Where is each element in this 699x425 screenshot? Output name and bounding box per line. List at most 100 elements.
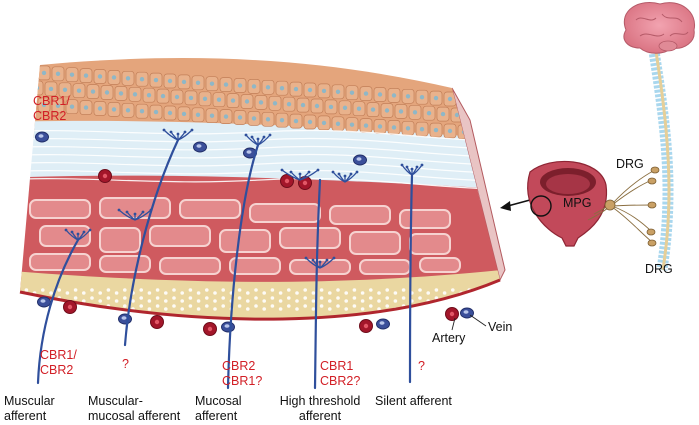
cell-nucleus: [279, 86, 285, 91]
fat-dot: [352, 288, 357, 292]
muscle-bundle: [149, 225, 211, 247]
nerve-terminal: [298, 172, 302, 176]
brain-icon: [623, 2, 696, 54]
cell-nucleus: [363, 91, 369, 96]
fat-dot: [164, 291, 168, 295]
fat-dot: [434, 288, 439, 292]
cell-nucleus: [405, 94, 411, 99]
muscle-bundle: [229, 257, 281, 275]
cell-nucleus: [461, 97, 467, 103]
vessel-leaders: [451, 314, 487, 331]
muscle-bundle: [99, 227, 141, 253]
fat-dot: [172, 304, 176, 308]
fat-dot: [139, 288, 143, 292]
fat-dot: [492, 299, 496, 303]
nerve-terminal: [250, 135, 254, 139]
fat-dot: [475, 291, 480, 295]
fat-dot: [344, 299, 349, 303]
fat-dot: [270, 304, 275, 308]
nerve-terminal: [162, 128, 166, 132]
fat-dot: [24, 288, 29, 292]
fat-dot: [287, 304, 291, 308]
nerve-terminal: [82, 230, 86, 234]
fat-dot: [328, 299, 332, 303]
fat-dot: [41, 288, 45, 292]
fat-dot: [65, 291, 70, 295]
fat-dot: [172, 288, 176, 292]
fat-dot: [82, 307, 86, 311]
cell-nucleus: [139, 77, 145, 82]
cell-nucleus: [447, 96, 453, 102]
muscle-bundle: [39, 225, 91, 247]
nerve-terminal: [332, 256, 336, 260]
cell-nucleus: [48, 86, 54, 92]
muscle-bundle: [409, 233, 451, 255]
nerve-branch: [134, 209, 152, 221]
nerve-terminal: [415, 165, 419, 169]
cell-nucleus: [433, 95, 439, 101]
cell-nucleus: [97, 106, 103, 111]
cell-nucleus: [349, 90, 355, 95]
urothelial-cells: [23, 64, 478, 140]
cell-nucleus: [419, 127, 425, 132]
fat-dot: [270, 296, 275, 300]
cell-nucleus: [41, 70, 47, 76]
nerve-terminal: [311, 258, 315, 262]
fat-dot: [344, 291, 349, 295]
nerve-branch: [299, 169, 319, 181]
mpg-label: MPG: [563, 196, 592, 210]
fat-dot: [139, 296, 143, 300]
connective-fiber: [20, 145, 500, 159]
fat-dot: [352, 296, 357, 300]
cell-nucleus: [230, 98, 236, 103]
fat-dot: [369, 304, 373, 308]
cell-nucleus: [370, 107, 376, 112]
cell-nucleus: [244, 99, 250, 104]
muscle-bundles: [29, 197, 461, 275]
fat-dot: [483, 288, 488, 292]
cell-nucleus: [237, 115, 243, 120]
fat-dot: [180, 299, 184, 303]
fat-dot: [147, 291, 152, 295]
cell-nucleus: [209, 113, 215, 118]
fat-dot: [123, 288, 127, 292]
silent-receptor-label: ?: [418, 359, 425, 373]
fat-dot: [483, 296, 488, 300]
cell-nucleus: [118, 91, 124, 96]
fat-dot: [418, 288, 422, 292]
cell-nucleus: [34, 85, 40, 91]
cell-nucleus: [293, 86, 299, 92]
fat-dot: [98, 291, 102, 295]
fat-dot: [393, 291, 398, 295]
nerve-terminal: [244, 133, 248, 137]
cell-nucleus: [27, 69, 33, 75]
nerve-terminal: [405, 165, 409, 169]
fat-dot: [196, 307, 201, 311]
fat-dot: [24, 304, 29, 308]
cell-nucleus: [55, 103, 61, 109]
serosa-line: [19, 278, 501, 321]
cell-nucleus: [132, 92, 138, 97]
nerve-terminal: [190, 128, 194, 132]
fat-dot: [377, 299, 381, 303]
nerve-terminal: [289, 170, 293, 174]
muscular-afferent-nerve: [36, 238, 80, 385]
fat-dot: [180, 307, 184, 311]
fat-dot: [57, 304, 61, 308]
fat-dot: [360, 307, 365, 311]
cell-nucleus: [384, 108, 390, 113]
fat-dot: [442, 291, 447, 295]
fat-dot: [98, 299, 102, 303]
fat-dot: [147, 307, 152, 311]
cell-nucleus: [251, 116, 257, 121]
fat-dot: [385, 304, 390, 308]
fat-dot: [303, 304, 308, 308]
fat-dot: [426, 307, 431, 311]
fat-dot: [155, 296, 160, 300]
muscle-bundle: [219, 229, 271, 253]
artery-lumen: [67, 304, 73, 310]
fat-dot: [205, 296, 209, 300]
artery-lumen: [284, 178, 290, 184]
cell-nucleus: [447, 128, 453, 134]
fat-dot: [221, 288, 225, 292]
